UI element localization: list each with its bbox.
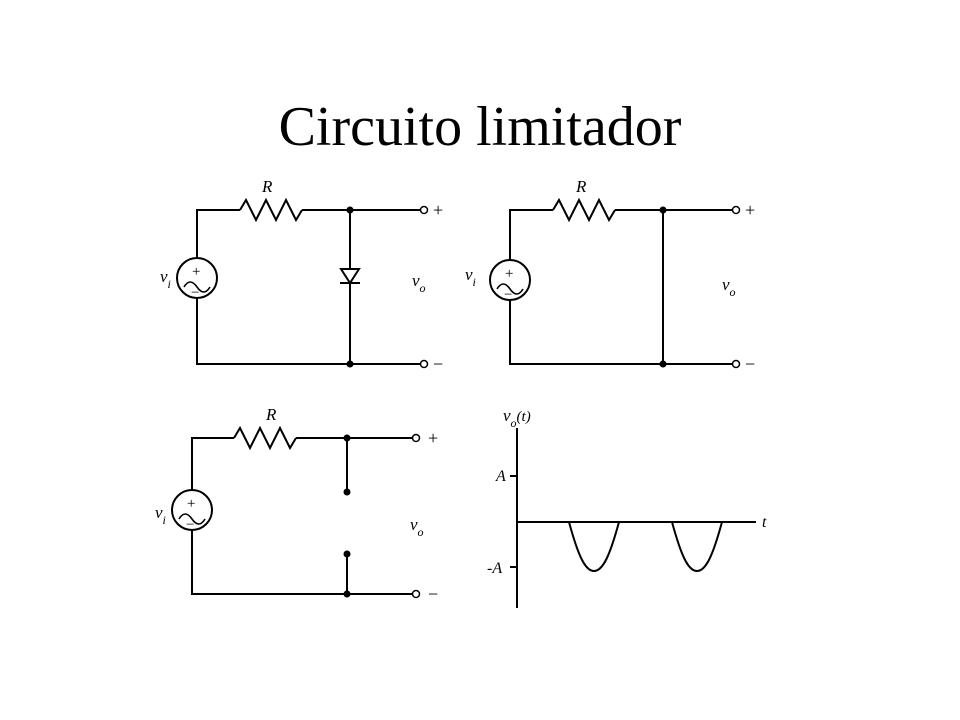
resistor-symbol bbox=[233, 425, 297, 451]
output-label: vo bbox=[412, 271, 426, 295]
source-label: vi bbox=[155, 503, 166, 527]
source-wave-icon bbox=[496, 283, 524, 295]
source-label: vi bbox=[465, 265, 476, 289]
negative-half-cycle-1 bbox=[568, 521, 620, 573]
source-minus-sign: − bbox=[186, 517, 194, 533]
junction-dot bbox=[659, 360, 667, 368]
output-terminal-plus bbox=[731, 205, 741, 215]
source-label: vi bbox=[160, 267, 171, 291]
output-terminal-minus bbox=[419, 359, 429, 369]
source-minus-sign: − bbox=[504, 287, 512, 303]
plus-label: + bbox=[745, 200, 755, 220]
y-axis-label: vo(t) bbox=[503, 406, 531, 430]
resistor-label: R bbox=[575, 177, 587, 196]
output-terminal-plus bbox=[419, 205, 429, 215]
output-terminal-plus bbox=[411, 433, 421, 443]
tick-label-minus-a: -A bbox=[487, 560, 502, 577]
minus-label: − bbox=[433, 354, 443, 374]
resistor-symbol bbox=[552, 197, 616, 223]
wire-left-top bbox=[196, 209, 240, 258]
open-terminal-dot bbox=[343, 488, 351, 496]
resistor-label: R bbox=[261, 177, 273, 196]
wire-bottom bbox=[509, 300, 732, 365]
minus-label: − bbox=[428, 584, 438, 604]
open-terminal-dot bbox=[343, 550, 351, 558]
ac-source-symbol bbox=[171, 489, 213, 531]
output-waveform-plot: A -A t vo(t) bbox=[487, 406, 767, 608]
resistor-symbol bbox=[239, 197, 303, 223]
output-label: vo bbox=[410, 515, 424, 539]
output-label: vo bbox=[722, 275, 736, 299]
output-terminal-minus bbox=[731, 359, 741, 369]
circuit-short-model: R + − vi + − vo bbox=[465, 177, 755, 374]
tick-label-a: A bbox=[495, 468, 506, 485]
diode-symbol bbox=[339, 268, 361, 285]
wire-bottom bbox=[191, 530, 412, 595]
junction-dot bbox=[659, 206, 667, 214]
junction-dot bbox=[343, 434, 351, 442]
source-plus-sign: + bbox=[192, 264, 200, 280]
x-axis-label: t bbox=[762, 514, 767, 531]
slide-title: Circuito limitador bbox=[278, 96, 682, 158]
plus-label: + bbox=[428, 428, 438, 448]
source-plus-sign: + bbox=[505, 266, 513, 282]
circuit-open-model: R + − vi + − vo bbox=[155, 405, 438, 604]
source-plus-sign: + bbox=[187, 496, 195, 512]
source-minus-sign: − bbox=[191, 285, 199, 301]
plus-label: + bbox=[433, 200, 443, 220]
circuit-diode-clipper: R + − vi + − vo bbox=[160, 177, 443, 374]
wire-left-top bbox=[191, 437, 234, 490]
negative-half-cycle-2 bbox=[671, 521, 723, 573]
output-terminal-minus bbox=[411, 589, 421, 599]
source-wave-icon bbox=[178, 513, 206, 525]
source-wave-icon bbox=[183, 281, 211, 293]
junction-dot bbox=[346, 360, 354, 368]
wire-left-top bbox=[509, 209, 553, 260]
ac-source-symbol bbox=[489, 259, 531, 301]
resistor-label: R bbox=[265, 405, 277, 424]
junction-dot bbox=[346, 206, 354, 214]
junction-dot bbox=[343, 590, 351, 598]
minus-label: − bbox=[745, 354, 755, 374]
wire-bottom bbox=[196, 298, 420, 365]
ac-source-symbol bbox=[176, 257, 218, 299]
